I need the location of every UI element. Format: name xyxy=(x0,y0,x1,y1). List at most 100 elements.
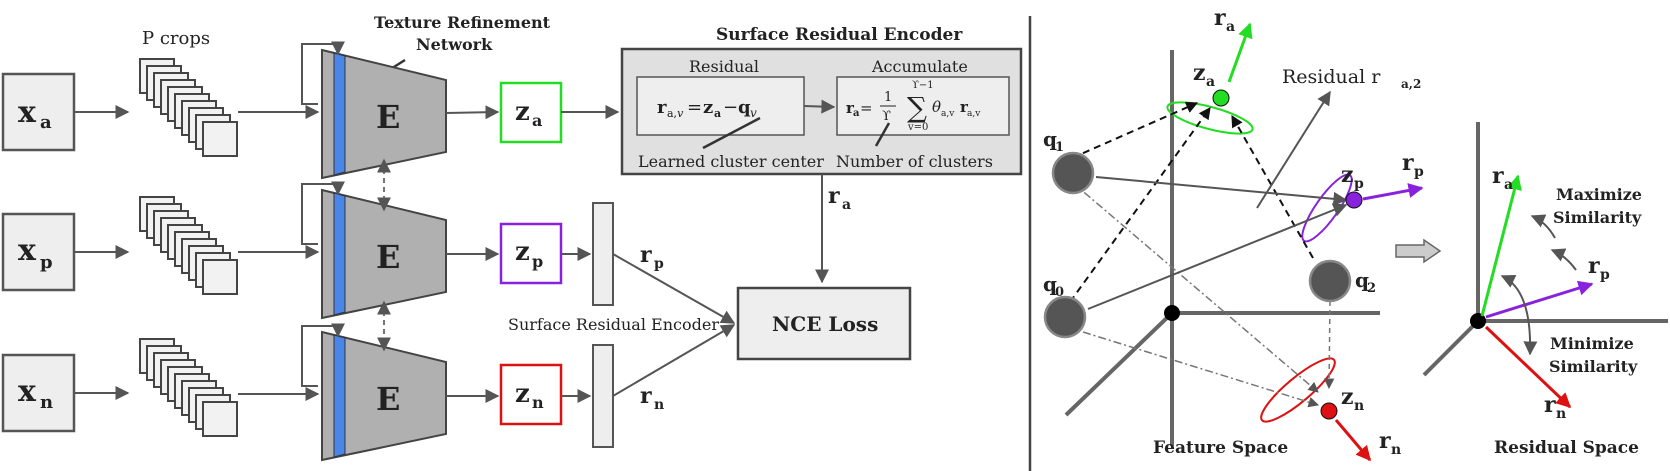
input-xa: x a xyxy=(1,72,76,152)
svg-text:z: z xyxy=(515,379,530,409)
svg-text:a: a xyxy=(853,108,860,119)
svg-text:E: E xyxy=(376,98,400,136)
za-label-sub: a xyxy=(1206,74,1215,90)
arrow-e-za xyxy=(445,105,500,120)
sre-box: Residual Accumulate r a,v = z a − q v r … xyxy=(620,47,1023,176)
svg-text:r: r xyxy=(657,97,667,118)
residual-encoder-bar-n xyxy=(592,344,614,448)
q2-to-zn xyxy=(1323,300,1335,390)
residual-rn-label-sub: n xyxy=(1556,406,1566,422)
residual-ra-label: r xyxy=(1492,163,1504,189)
rp-vector-label: r xyxy=(1402,150,1414,176)
rn-label: r xyxy=(640,383,652,409)
svg-text:x: x xyxy=(18,95,37,130)
minimize-label-1: Minimize xyxy=(1550,334,1634,353)
rp-vector xyxy=(1362,183,1424,201)
residual-ra-vector xyxy=(1480,174,1522,317)
residual-ra2-label: Residual r xyxy=(1282,66,1381,88)
residual-rp-vector xyxy=(1485,280,1594,319)
ra-vector-label: r xyxy=(1214,5,1226,31)
q2-to-za xyxy=(1231,114,1314,259)
svg-text:r: r xyxy=(846,99,855,117)
residual-rn-label: r xyxy=(1544,392,1556,418)
za-label: z xyxy=(1193,60,1206,86)
maximize-label-1: Maximize xyxy=(1556,185,1642,204)
ra-label: r xyxy=(828,183,840,209)
zn-label-sub: n xyxy=(1354,398,1364,414)
svg-text:E: E xyxy=(376,380,400,418)
ra-vector xyxy=(1227,22,1253,83)
z-box-p: z p xyxy=(499,222,563,285)
rp-label: r xyxy=(640,242,652,268)
q2-label-sub: 2 xyxy=(1367,281,1376,296)
input-xp: x p xyxy=(1,212,76,292)
input-xn: x n xyxy=(1,353,76,433)
svg-text:ϒ: ϒ xyxy=(882,109,891,124)
svg-text:=: = xyxy=(860,99,873,117)
svg-text:ϒ−1: ϒ−1 xyxy=(912,80,934,91)
zn-point xyxy=(1320,402,1338,420)
negative-ellipse xyxy=(1260,357,1336,423)
q0-label-sub: 0 xyxy=(1055,285,1064,300)
q1-to-zp xyxy=(1095,176,1348,206)
residual-rn-vector xyxy=(1484,325,1572,409)
residual-ra-label-sub: a xyxy=(1504,177,1513,193)
texture-label-1: Texture Refinement xyxy=(374,13,551,32)
zn-label: z xyxy=(1341,384,1354,410)
residual-space-title: Residual Space xyxy=(1494,438,1639,458)
ra-label-sub: a xyxy=(842,197,851,213)
rn-vector xyxy=(1334,419,1372,462)
sre-lower-label: Surface Residual Encoder xyxy=(508,315,719,334)
svg-text:r: r xyxy=(960,98,969,116)
q1-point xyxy=(1051,151,1095,195)
svg-text:Number of clusters: Number of clusters xyxy=(836,152,993,171)
svg-text:x: x xyxy=(18,374,37,409)
svg-text:Residual: Residual xyxy=(689,57,759,76)
svg-text:=: = xyxy=(687,97,702,118)
zp-point xyxy=(1345,191,1363,209)
rp-vector-label-sub: p xyxy=(1414,164,1424,180)
q2-point xyxy=(1308,259,1352,303)
encoder-n: E xyxy=(301,323,447,462)
q1-to-zn xyxy=(1071,181,1319,393)
q1-label-sub: 1 xyxy=(1055,140,1064,155)
rp-label-sub: p xyxy=(654,256,664,272)
minimize-label-2: Similarity xyxy=(1549,357,1638,376)
q0-to-zp xyxy=(1087,203,1348,310)
ra-vector-label-sub: a xyxy=(1226,19,1235,35)
svg-text:−: − xyxy=(723,97,738,118)
q0-label: q xyxy=(1043,272,1057,296)
q1-to-za xyxy=(1071,101,1199,159)
crop-stack-p xyxy=(139,196,238,295)
encoder-a: E xyxy=(301,41,447,180)
svg-text:v=0: v=0 xyxy=(907,122,928,133)
svg-text:E: E xyxy=(376,238,400,276)
rn-label-sub: n xyxy=(654,397,664,413)
residual-rp-label-sub: p xyxy=(1600,267,1610,283)
q0-to-zn xyxy=(1082,331,1320,408)
rn-vector-label-sub: n xyxy=(1391,442,1401,458)
crop-tile xyxy=(202,121,238,157)
svg-text:a,v: a,v xyxy=(967,109,981,119)
svg-text:q: q xyxy=(738,97,751,118)
svg-text:θ: θ xyxy=(932,98,941,116)
svg-text:p: p xyxy=(40,252,53,273)
q2-label: q xyxy=(1355,268,1369,292)
feature-space-title: Feature Space xyxy=(1153,438,1288,458)
residual-ra2-arrow xyxy=(1256,90,1331,209)
svg-text:1: 1 xyxy=(884,90,892,105)
arrow-rp-nce xyxy=(612,253,736,324)
sre-title: Surface Residual Encoder xyxy=(716,25,963,45)
transition-arrow-icon xyxy=(1395,238,1442,264)
arrow-rn-nce xyxy=(612,324,736,397)
minimize-arrow xyxy=(1500,274,1538,356)
svg-text:a: a xyxy=(714,107,721,120)
maximize-arrow-1 xyxy=(1530,214,1556,239)
svg-text:n: n xyxy=(532,393,544,412)
zp-label: z xyxy=(1341,162,1354,188)
za-point xyxy=(1212,89,1230,107)
svg-text:NCE Loss: NCE Loss xyxy=(772,312,878,336)
svg-text:v: v xyxy=(750,106,757,120)
